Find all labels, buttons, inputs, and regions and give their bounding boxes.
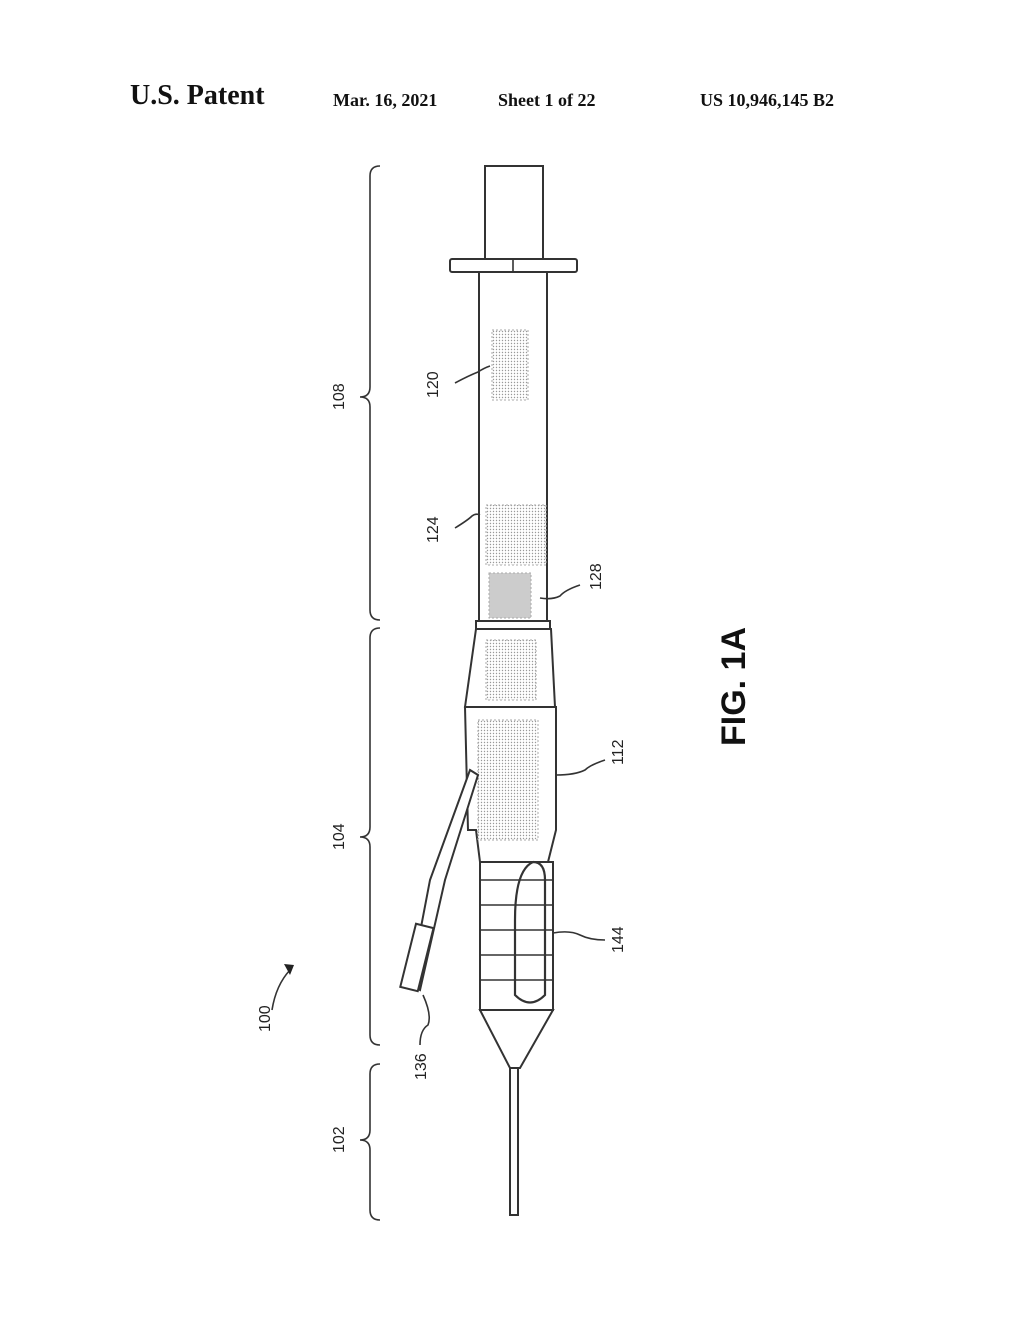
device-illustration xyxy=(399,165,578,1216)
brace-102 xyxy=(359,1063,381,1221)
leader-136 xyxy=(419,994,430,1046)
label-136: 136 xyxy=(413,1053,430,1080)
label-100: 100 xyxy=(257,1005,274,1032)
label-108: 108 xyxy=(331,383,348,410)
sheet-number: Sheet 1 of 22 xyxy=(498,90,596,110)
arrow-100 xyxy=(271,969,291,1011)
patent-title: U.S. Patent xyxy=(130,80,265,111)
arrowhead-icon xyxy=(284,964,294,975)
leader-124 xyxy=(454,513,481,529)
label-104: 104 xyxy=(331,823,348,850)
brace-104 xyxy=(359,627,381,1046)
brace-108 xyxy=(359,165,381,621)
label-120: 120 xyxy=(425,371,442,398)
patent-date: Mar. 16, 2021 xyxy=(333,90,438,110)
leader-128 xyxy=(539,584,581,600)
label-102: 102 xyxy=(331,1126,348,1153)
label-144: 144 xyxy=(610,926,627,953)
label-128: 128 xyxy=(588,563,605,590)
figure-caption: FIG. 1A xyxy=(715,627,753,746)
label-124: 124 xyxy=(425,516,442,543)
leader-144 xyxy=(552,931,606,941)
leader-120 xyxy=(454,365,491,384)
label-112: 112 xyxy=(610,739,627,765)
patent-number: US 10,946,145 B2 xyxy=(700,90,835,110)
leader-112 xyxy=(555,759,606,776)
